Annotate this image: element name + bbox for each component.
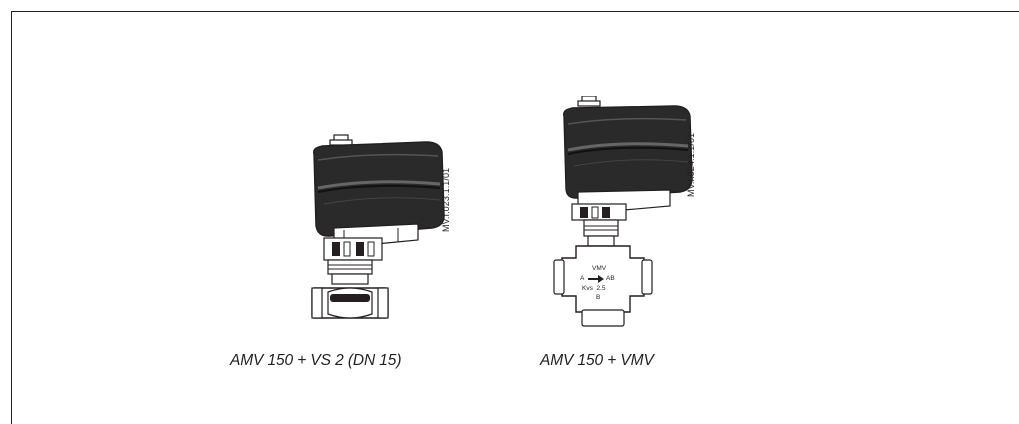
reference-code-2: MV.I.024.1.1/01 [686,132,696,197]
valve-port-ab-label: AB [606,275,615,282]
actuator-vs2-drawing [311,134,445,319]
valve-port-a-label: A [580,275,585,282]
page-frame [11,11,1019,424]
actuator-vmv-drawing: VMV A AB Kvs 2.5 B [553,96,693,327]
valve-model-label: VMV [592,265,607,272]
valve-kvs-label: Kvs 2.5 [582,285,606,292]
figure-caption-2: AMV 150 + VMV [540,352,654,369]
reference-code-1: MV.I.023.1.1/01 [441,167,451,232]
figure-caption-1: AMV 150 + VS 2 (DN 15) [230,352,402,369]
valve-port-b-label: B [596,294,600,301]
